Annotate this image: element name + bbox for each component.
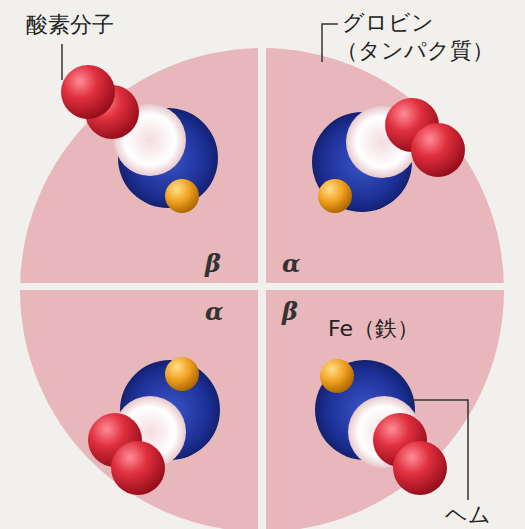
subunit-label: α [282, 250, 300, 278]
subunit-gap [10, 283, 515, 290]
heme-group [61, 65, 218, 213]
leader-line [322, 24, 338, 62]
part-label: ヘム [445, 502, 491, 527]
subunit-label: β [282, 298, 298, 326]
subunit-label: α [205, 298, 223, 326]
heme-group [315, 359, 447, 495]
leader-line [410, 400, 468, 500]
subunit-label: β [205, 250, 221, 278]
part-label: グロビン [342, 10, 434, 35]
part-label: （タンパク質） [336, 38, 494, 63]
leader-line [61, 44, 63, 80]
part-label: Fe（鉄） [328, 316, 419, 341]
part-label: 酸素分子 [26, 12, 114, 37]
heme-group [312, 98, 465, 213]
heme-group [88, 357, 220, 495]
